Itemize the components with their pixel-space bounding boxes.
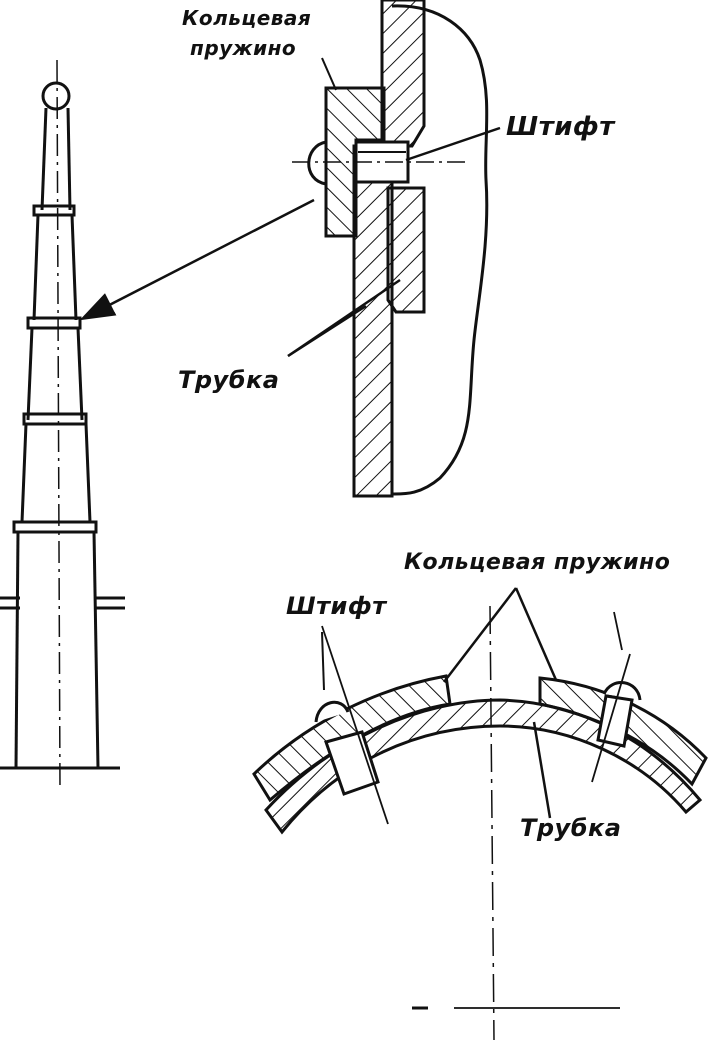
- telescopic-mast: [0, 81, 120, 770]
- label-tube-bottom: Трубка: [520, 814, 622, 842]
- label-ring-spring-top-line2: пружино: [190, 36, 297, 60]
- inner-tube-wall: [352, 144, 394, 498]
- vertical-axis: [489, 605, 495, 1041]
- mast-collar-1: [32, 204, 76, 217]
- mast-section-marks: [0, 596, 125, 610]
- pin-right: [591, 611, 642, 783]
- mast-collar-2: [26, 316, 82, 330]
- upper-section-detail: [287, 0, 501, 498]
- mast-ball-tip: [41, 81, 71, 111]
- label-ring-spring-top-line1: Кольцевая: [182, 6, 312, 30]
- label-pin-bottom: Штифт: [286, 592, 387, 620]
- label-pin-top: Штифт: [506, 112, 615, 142]
- break-line-outer: [391, 4, 489, 496]
- outer-tube-wall-upper: [380, 0, 426, 148]
- mast-collar-3: [22, 412, 88, 426]
- label-tube-middle: Трубка: [178, 366, 280, 394]
- mast-collar-4: [12, 520, 98, 534]
- lower-cross-section: [252, 587, 708, 1041]
- pin-left: [314, 625, 389, 825]
- mast-centerline: [56, 59, 61, 791]
- detail-leader-arrow: [79, 198, 315, 321]
- pin-head: [307, 140, 327, 186]
- label-ring-spring-bottom: Кольцевая пружино: [404, 550, 671, 575]
